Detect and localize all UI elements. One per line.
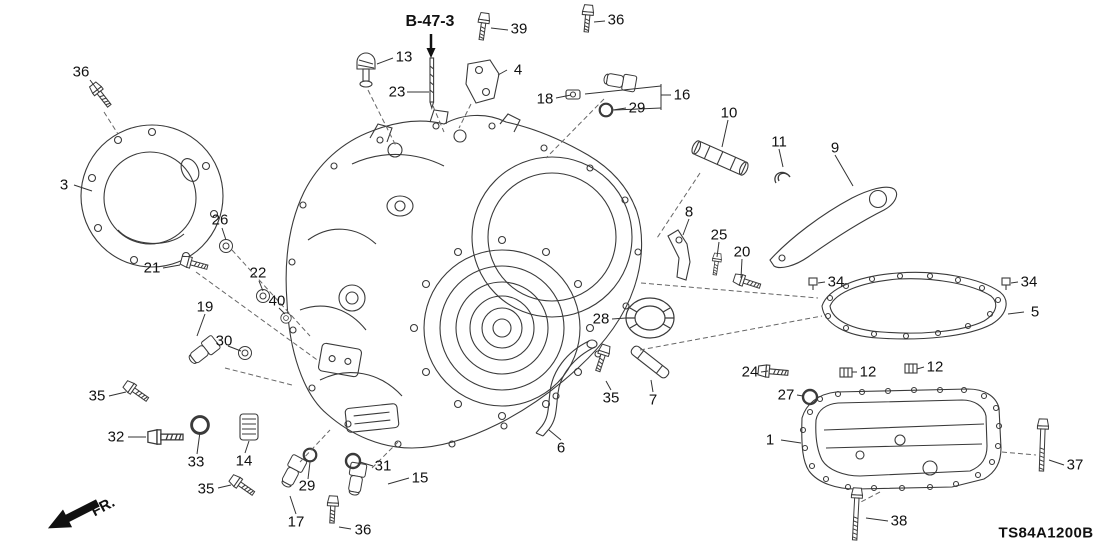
diagram-code-label: TS84A1200B <box>998 524 1094 542</box>
part-number-label-12[interactable]: 12 <box>926 358 944 376</box>
assembly-guide-lines <box>103 89 1037 504</box>
flange-bolt <box>580 4 595 33</box>
spring-clip <box>774 171 791 184</box>
part-number-label-16[interactable]: 16 <box>673 86 691 104</box>
transmission-case-body <box>285 109 643 449</box>
part-number-label-10[interactable]: 10 <box>720 104 738 122</box>
clip <box>839 367 853 378</box>
part-number-label-36[interactable]: 36 <box>72 63 90 81</box>
o-ring <box>801 388 819 406</box>
front-direction-arrow <box>47 499 100 529</box>
flange-bolt <box>121 378 152 405</box>
part-number-label-21[interactable]: 21 <box>143 259 161 277</box>
flange-bolt <box>475 11 491 42</box>
part-number-label-20[interactable]: 20 <box>733 243 751 261</box>
flange-bolt <box>227 472 258 499</box>
part-number-label-40[interactable]: 40 <box>268 292 286 310</box>
part-number-label-24[interactable]: 24 <box>741 363 759 381</box>
dowel-stud <box>429 57 435 110</box>
part-number-label-26[interactable]: 26 <box>211 211 229 229</box>
flange-bolt <box>732 272 763 292</box>
connector-tube <box>630 345 670 379</box>
part-number-label-39[interactable]: 39 <box>510 20 528 38</box>
part-number-label-23[interactable]: 23 <box>388 83 406 101</box>
part-number-label-25[interactable]: 25 <box>710 226 728 244</box>
part-number-label-15[interactable]: 15 <box>411 469 429 487</box>
flange-bolt <box>848 487 864 541</box>
part-number-label-5[interactable]: 5 <box>1030 303 1040 321</box>
flange-bolt <box>592 343 612 374</box>
small-bracket <box>667 229 691 281</box>
o-ring <box>302 447 318 463</box>
part-number-label-3[interactable]: 3 <box>59 176 69 194</box>
washer <box>280 312 292 324</box>
part-number-label-8[interactable]: 8 <box>684 203 694 221</box>
dipstick-pipe <box>535 339 598 437</box>
case-gasket <box>821 271 1007 340</box>
stopper <box>1001 277 1011 290</box>
stopper <box>808 277 818 290</box>
part-number-label-17[interactable]: 17 <box>287 513 305 531</box>
part-number-label-27[interactable]: 27 <box>777 386 795 404</box>
part-number-label-18[interactable]: 18 <box>536 90 554 108</box>
mount-bracket <box>465 59 500 104</box>
part-number-label-12[interactable]: 12 <box>859 363 877 381</box>
part-number-label-34[interactable]: 34 <box>827 273 845 291</box>
harness-clip <box>565 89 581 100</box>
page-ref-arrow-icon <box>426 34 436 58</box>
part-number-label-22[interactable]: 22 <box>249 264 267 282</box>
flange-bolt <box>179 254 210 273</box>
part-number-label-32[interactable]: 32 <box>107 428 125 446</box>
flange-bolt <box>325 495 340 524</box>
part-number-label-35[interactable]: 35 <box>197 480 215 498</box>
part-number-label-19[interactable]: 19 <box>196 298 214 316</box>
flange-bolt <box>87 80 115 110</box>
clip <box>904 363 918 374</box>
drain-bolt <box>147 429 184 445</box>
joint-pipe <box>691 140 749 176</box>
part-number-label-35[interactable]: 35 <box>602 389 620 407</box>
part-number-label-11[interactable]: 11 <box>771 133 787 151</box>
part-number-label-13[interactable]: 13 <box>395 48 413 66</box>
part-number-label-35[interactable]: 35 <box>88 387 106 405</box>
washer <box>256 289 270 303</box>
o-ring <box>190 415 210 435</box>
part-number-label-14[interactable]: 14 <box>235 452 253 470</box>
part-number-label-29[interactable]: 29 <box>628 99 646 117</box>
page-ref-label[interactable]: B-47-3 <box>405 13 455 30</box>
part-number-label-33[interactable]: 33 <box>187 453 205 471</box>
part-number-label-34[interactable]: 34 <box>1020 273 1038 291</box>
o-ring <box>598 102 614 118</box>
washer <box>219 239 233 253</box>
leader-lines <box>73 20 1065 530</box>
part-number-label-36[interactable]: 36 <box>607 11 625 29</box>
oil-pan <box>799 386 1003 492</box>
flange-bolt <box>1035 418 1050 472</box>
part-number-label-37[interactable]: 37 <box>1066 456 1084 474</box>
part-number-label-31[interactable]: 31 <box>374 457 392 475</box>
part-number-label-38[interactable]: 38 <box>890 512 908 530</box>
part-number-label-9[interactable]: 9 <box>830 139 840 157</box>
oil-seal <box>625 297 675 339</box>
part-number-label-6[interactable]: 6 <box>556 439 566 457</box>
side-cover <box>80 124 224 268</box>
part-number-label-4[interactable]: 4 <box>513 61 523 79</box>
washer <box>238 346 252 360</box>
part-number-label-7[interactable]: 7 <box>648 391 658 409</box>
part-number-label-36[interactable]: 36 <box>354 521 372 539</box>
rubber-grommet <box>239 413 259 441</box>
part-number-label-29[interactable]: 29 <box>298 477 316 495</box>
part-number-label-30[interactable]: 30 <box>215 332 233 350</box>
breather-cap <box>356 52 376 88</box>
stay-bracket <box>769 186 898 269</box>
flange-bolt <box>710 252 723 276</box>
part-number-label-28[interactable]: 28 <box>592 310 610 328</box>
part-number-label-1[interactable]: 1 <box>765 431 775 449</box>
